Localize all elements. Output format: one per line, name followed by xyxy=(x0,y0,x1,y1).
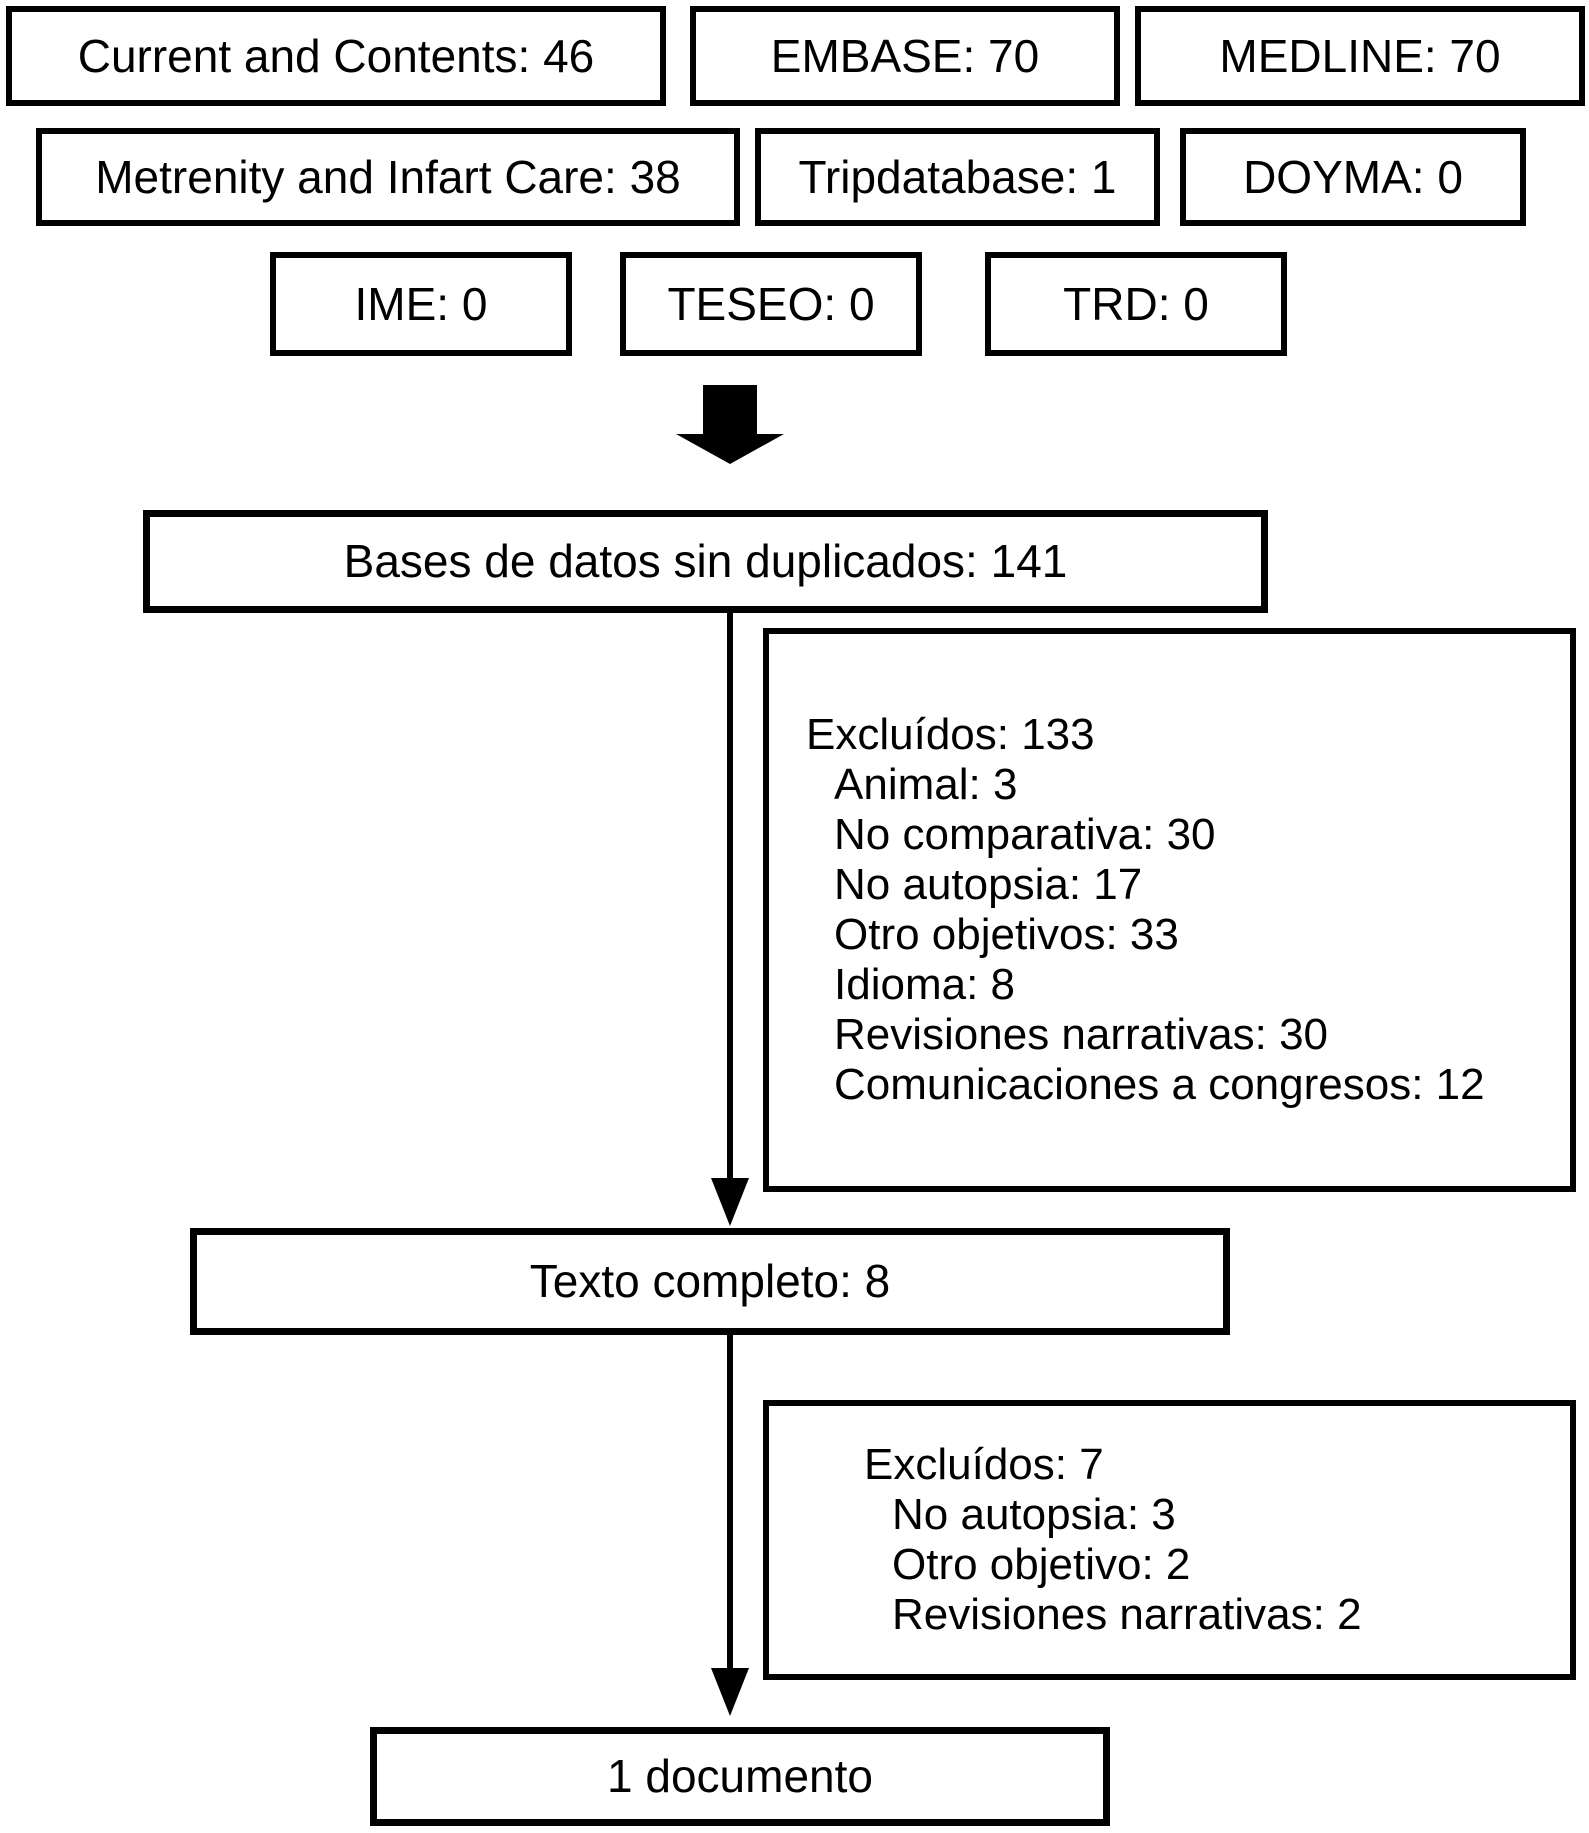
excluded-item: Revisiones narrativas: 2 xyxy=(892,1590,1362,1639)
db-box-ime: IME: 0 xyxy=(270,252,572,356)
excluded-item: No autopsia: 17 xyxy=(834,860,1143,909)
db-box-embase: EMBASE: 70 xyxy=(690,6,1120,106)
db-box-trd: TRD: 0 xyxy=(985,252,1287,356)
final-document-box: 1 documento xyxy=(370,1727,1110,1826)
excluded-item: Idioma: 8 xyxy=(834,960,1015,1009)
db-box-tripdatabase: Tripdatabase: 1 xyxy=(755,128,1160,226)
db-box-current-contents: Current and Contents: 46 xyxy=(6,6,666,106)
fulltext-box: Texto completo: 8 xyxy=(190,1228,1230,1335)
excluded-box-screening: Excluídos: 133 Animal: 3 No comparativa:… xyxy=(763,628,1576,1192)
db-box-medline: MEDLINE: 70 xyxy=(1135,6,1585,106)
excluded-item: Otro objetivos: 33 xyxy=(834,910,1179,959)
merge-down-arrow-shaft xyxy=(703,385,757,435)
dedup-total-box: Bases de datos sin duplicados: 141 xyxy=(143,510,1268,613)
db-box-metrenity-infart-care: Metrenity and Infart Care: 38 xyxy=(36,128,740,226)
flow-arrow-1-line xyxy=(727,611,733,1181)
excluded-box-fulltext: Excluídos: 7 No autopsia: 3 Otro objetiv… xyxy=(763,1400,1576,1680)
excluded-title: Excluídos: 7 xyxy=(864,1440,1104,1489)
db-box-teseo: TESEO: 0 xyxy=(620,252,922,356)
excluded-item: Revisiones narrativas: 30 xyxy=(834,1010,1329,1059)
db-box-doyma: DOYMA: 0 xyxy=(1180,128,1526,226)
flow-arrow-2-line xyxy=(727,1335,733,1670)
flow-arrow-1-head xyxy=(711,1178,749,1226)
excluded-item: No autopsia: 3 xyxy=(892,1490,1176,1539)
excluded-item: Otro objetivo: 2 xyxy=(892,1540,1191,1589)
merge-down-arrow-head xyxy=(676,434,784,464)
excluded-item: Comunicaciones a congresos: 12 xyxy=(834,1060,1485,1109)
excluded-item: Animal: 3 xyxy=(834,760,1018,809)
flow-arrow-2-head xyxy=(711,1668,749,1716)
excluded-item: No comparativa: 30 xyxy=(834,810,1216,859)
excluded-title: Excluídos: 133 xyxy=(806,710,1095,759)
